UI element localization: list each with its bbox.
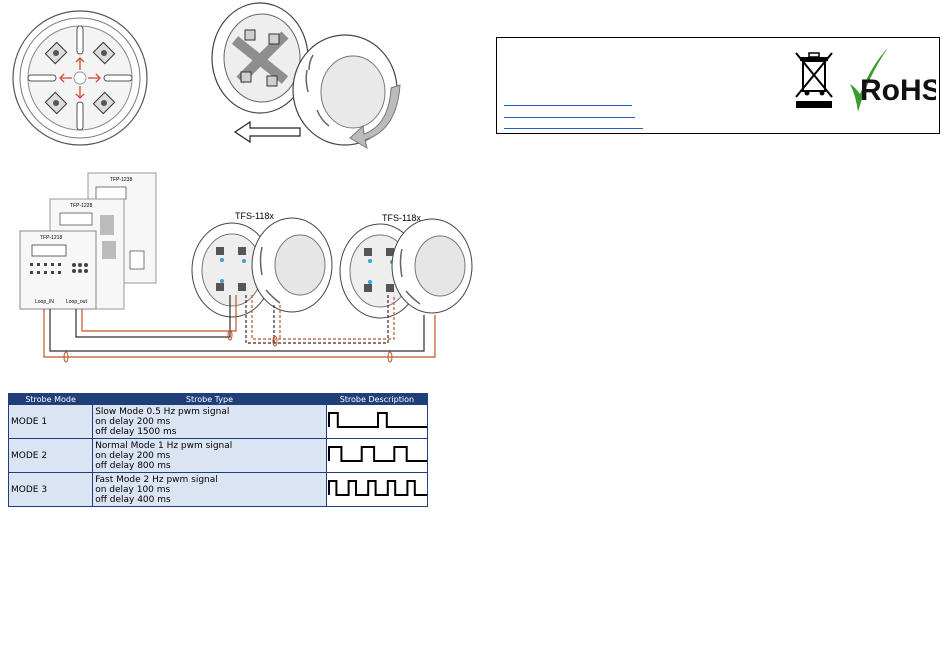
detector-mounting-illustration [211, 2, 401, 150]
detector-1-label: TFS-118x [235, 211, 274, 221]
panel-label-back: TFP-1238 [110, 177, 132, 183]
type-line: off delay 400 ms [95, 494, 171, 505]
detector-1: TFS-118x [191, 211, 333, 318]
type-line: Slow Mode 0.5 Hz pwm signal [95, 406, 230, 417]
weee-crossed-bin-icon [795, 52, 833, 108]
terminal-label-out: Loop_out [66, 299, 87, 305]
rohs-text: RoHS [860, 74, 936, 107]
type-line: Normal Mode 1 Hz pwm signal [95, 440, 233, 451]
panel-label-front: TFP-1218 [40, 235, 62, 241]
waveform-mode-1 [327, 412, 427, 428]
strobe-waveform-line [327, 480, 427, 496]
waveform-mode-2 [327, 446, 427, 462]
table-row: MODE 2 Normal Mode 1 Hz pwm signal on de… [7, 438, 429, 473]
control-panel-front: TFP-1218 Loop_IN Loop_out [19, 230, 97, 310]
type-line: on delay 100 ms [95, 484, 171, 495]
rohs-logo: RoHS [850, 48, 936, 112]
mode-cell: MODE 2 [7, 438, 94, 473]
mode-cell: MODE 3 [7, 472, 94, 507]
column-header-description: Strobe Description [325, 393, 429, 405]
mode-label: MODE 1 [11, 416, 48, 427]
detector-base-illustration [12, 10, 148, 146]
link-underline[interactable] [504, 117, 635, 118]
type-cell: Fast Mode 2 Hz pwm signal on delay 100 m… [92, 472, 327, 507]
link-underline[interactable] [504, 105, 632, 106]
detector-2-label: TFS-118x [382, 213, 421, 223]
table-header-row: Strobe Mode Strobe Type Strobe Descripti… [7, 393, 429, 405]
terminal-label-in: Loop_IN [35, 299, 54, 305]
column-header-type: Strobe Type [92, 393, 327, 405]
link-underline[interactable] [504, 128, 643, 129]
panel-label-middle: TFP-1228 [70, 203, 92, 209]
type-line: off delay 1500 ms [95, 426, 177, 437]
mode-label: MODE 2 [11, 450, 48, 461]
mode-cell: MODE 1 [7, 404, 94, 439]
table-row: MODE 1 Slow Mode 0.5 Hz pwm signal on de… [7, 404, 429, 439]
waveform-cell [325, 438, 429, 473]
type-cell: Normal Mode 1 Hz pwm signal on delay 200… [92, 438, 327, 473]
type-line: Fast Mode 2 Hz pwm signal [95, 474, 218, 485]
type-line: off delay 800 ms [95, 460, 171, 471]
type-line: on delay 200 ms [95, 450, 171, 461]
waveform-cell [325, 404, 429, 439]
column-header-mode: Strobe Mode [7, 393, 94, 405]
wiring-diagram: TFP-1238 TFP-1228 TFP-1218 Loop_IN Loop_… [19, 172, 473, 363]
detector-2: TFS-118x [339, 213, 473, 319]
compliance-info-box: RoHS [496, 37, 940, 134]
strobe-waveform-line [327, 412, 427, 428]
strobe-mode-table: Strobe Mode Strobe Type Strobe Descripti… [7, 393, 429, 507]
table-row: MODE 3 Fast Mode 2 Hz pwm signal on dela… [7, 472, 429, 507]
mode-label: MODE 3 [11, 484, 48, 495]
strobe-waveform-line [327, 446, 427, 462]
waveform-mode-3 [327, 480, 427, 496]
type-cell: Slow Mode 0.5 Hz pwm signal on delay 200… [92, 404, 327, 439]
type-line: on delay 200 ms [95, 416, 171, 427]
waveform-cell [325, 472, 429, 507]
